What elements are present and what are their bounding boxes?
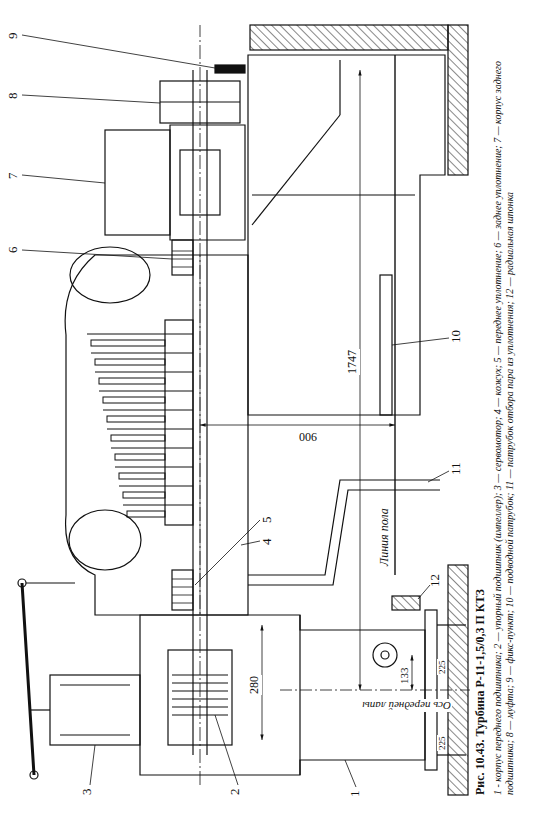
diaphragm bbox=[123, 505, 193, 506]
dimension-label: 225 bbox=[437, 660, 447, 676]
blade-row bbox=[95, 359, 165, 365]
diaphragm bbox=[95, 372, 193, 373]
caption-legend: 1 - корпус переднего подшипника; 2 — упо… bbox=[492, 15, 515, 795]
blade-row bbox=[127, 511, 165, 517]
diaphragm bbox=[119, 486, 193, 487]
callout-number: 10 bbox=[449, 330, 464, 343]
diaphragm bbox=[103, 410, 193, 411]
callout-number: 11 bbox=[449, 462, 464, 475]
blade-row bbox=[123, 492, 165, 498]
figure-caption: Рис. 10.43. Турбина Р-11-1,5/0,3 П КТЗ bbox=[474, 589, 488, 795]
blade-row bbox=[91, 340, 165, 346]
blade-row bbox=[111, 435, 165, 441]
callout-number: 3 bbox=[80, 789, 95, 796]
axis-label: Ось передней лапы bbox=[361, 699, 452, 712]
floor-line-label: Линия пола bbox=[378, 507, 392, 567]
dimension-label: 280 bbox=[248, 675, 262, 695]
callout-number: 2 bbox=[228, 789, 243, 796]
callout-number: 1 bbox=[348, 791, 363, 798]
callout-number: 5 bbox=[260, 517, 275, 524]
dimension-label: 900 bbox=[298, 429, 318, 443]
blade-row bbox=[119, 473, 165, 479]
callout-number: 6 bbox=[6, 247, 21, 254]
callout-number: 9 bbox=[6, 33, 21, 40]
callout-number: 4 bbox=[260, 539, 275, 546]
callout-number: 12 bbox=[428, 574, 443, 587]
dimension-label: 225 bbox=[437, 736, 447, 752]
diaphragm bbox=[91, 353, 193, 354]
callout-number: 8 bbox=[6, 93, 21, 100]
diaphragm bbox=[99, 391, 193, 392]
dimension-label: 133 bbox=[398, 667, 411, 686]
diaphragm bbox=[115, 467, 193, 468]
callout-number: 7 bbox=[6, 173, 21, 180]
diaphragm bbox=[87, 334, 193, 335]
blade-row bbox=[115, 454, 165, 460]
blade-row bbox=[107, 416, 165, 422]
blade-row bbox=[99, 378, 165, 384]
dimension-label: 1747 bbox=[346, 349, 360, 375]
diaphragm bbox=[111, 448, 193, 449]
blade-row bbox=[103, 397, 165, 403]
diaphragm bbox=[107, 429, 193, 430]
